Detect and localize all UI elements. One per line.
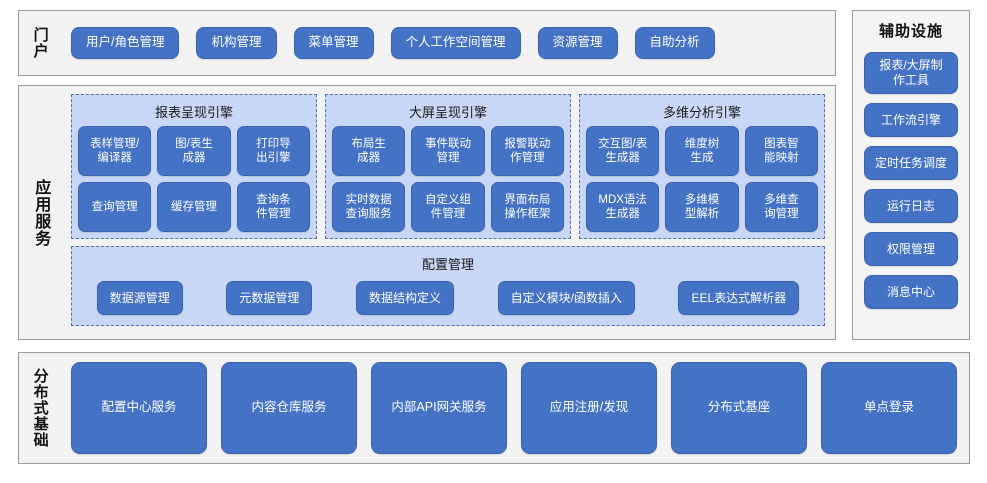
engine-title-dashboard-rendering: 大屏呈现引擎 [408,105,487,120]
portal-button-row: 用户/角色管理 机构管理 菜单管理 个人工作空间管理 资源管理 自助分析 [71,11,825,75]
engine1-item-query-condition-management[interactable]: 查询条 件管理 [236,182,310,232]
config-item-datasource-management[interactable]: 数据源管理 [96,281,183,315]
engine3-item-chart-smart-mapping[interactable]: 图表智 能映射 [744,126,818,176]
portal-item-user-role-management[interactable]: 用户/角色管理 [71,27,180,59]
engine2-item-alarm-linkage-action-management[interactable]: 报警联动 作管理 [490,126,564,176]
engine1-item-cache-management[interactable]: 缓存管理 [157,182,231,232]
engine-title-report-rendering: 报表呈现引擎 [154,105,233,120]
application-services-section-label: 应用服务 [32,178,50,247]
portal-section: 门户 用户/角色管理 机构管理 菜单管理 个人工作空间管理 资源管理 自助分析 [18,10,836,76]
application-services-section: 应用服务 报表呈现引擎 表样管理/ 编译器 图/表生 成器 打印导 出引擎 查询… [18,85,836,340]
aux-item-report-dashboard-authoring-tool[interactable]: 报表/大屏制 作工具 [864,52,958,94]
engine3-item-mdx-syntax-generator[interactable]: MDX语法 生成器 [586,182,660,232]
configuration-management-row: 数据源管理 元数据管理 数据结构定义 自定义模块/函数插入 EEL表达式解析器 [80,279,816,317]
engine-grid-dashboard-rendering: 布局生 成器 事件联动 管理 报警联动 作管理 实时数据 查询服务 自定义组 件… [332,126,564,232]
base-item-internal-api-gateway-service[interactable]: 内部API网关服务 [371,362,507,454]
configuration-management-group: 配置管理 数据源管理 元数据管理 数据结构定义 自定义模块/函数插入 EEL表达… [71,246,825,326]
engine3-item-interactive-chart-table-generator[interactable]: 交互图/表 生成器 [586,126,660,176]
engines-row: 报表呈现引擎 表样管理/ 编译器 图/表生 成器 打印导 出引擎 查询管理 缓存… [71,94,825,239]
aux-item-workflow-engine[interactable]: 工作流引擎 [864,103,958,137]
auxiliary-facilities-list: 报表/大屏制 作工具 工作流引擎 定时任务调度 运行日志 权限管理 消息中心 [853,52,969,309]
engine-grid-multidimensional-analysis: 交互图/表 生成器 维度树 生成 图表智 能映射 MDX语法 生成器 多维模 型… [586,126,818,232]
portal-item-self-service-analysis[interactable]: 自助分析 [634,27,715,59]
engine3-item-multidimensional-model-parsing[interactable]: 多维模 型解析 [665,182,739,232]
engine-group-report-rendering: 报表呈现引擎 表样管理/ 编译器 图/表生 成器 打印导 出引擎 查询管理 缓存… [71,94,317,239]
portal-section-label: 门户 [31,27,49,59]
base-item-configuration-center-service[interactable]: 配置中心服务 [71,362,207,454]
config-item-custom-module-function-insertion[interactable]: 自定义模块/函数插入 [497,281,635,315]
engine1-item-chart-table-generator[interactable]: 图/表生 成器 [157,126,231,176]
engine2-item-event-linkage-management[interactable]: 事件联动 管理 [411,126,485,176]
aux-item-operation-log[interactable]: 运行日志 [864,189,958,223]
engine-grid-report-rendering: 表样管理/ 编译器 图/表生 成器 打印导 出引擎 查询管理 缓存管理 查询条 … [78,126,310,232]
aux-item-message-center[interactable]: 消息中心 [864,275,958,309]
distributed-base-section-label: 分布式基础 [31,368,49,448]
engine2-item-realtime-data-query-service[interactable]: 实时数据 查询服务 [332,182,406,232]
configuration-management-title: 配置管理 [421,257,474,272]
distributed-base-row: 配置中心服务 内容仓库服务 内部API网关服务 应用注册/发现 分布式基座 单点… [71,353,957,463]
engine1-item-print-export-engine[interactable]: 打印导 出引擎 [236,126,310,176]
aux-item-permission-management[interactable]: 权限管理 [864,232,958,266]
base-item-distributed-foundation[interactable]: 分布式基座 [671,362,807,454]
engine-group-multidimensional-analysis: 多维分析引擎 交互图/表 生成器 维度树 生成 图表智 能映射 MDX语法 生成… [579,94,825,239]
engine1-item-template-management-compiler[interactable]: 表样管理/ 编译器 [78,126,152,176]
engine2-item-layout-generator[interactable]: 布局生 成器 [332,126,406,176]
engine2-item-custom-component-management[interactable]: 自定义组 件管理 [411,182,485,232]
distributed-base-section: 分布式基础 配置中心服务 内容仓库服务 内部API网关服务 应用注册/发现 分布… [18,352,970,464]
base-item-single-sign-on[interactable]: 单点登录 [821,362,957,454]
aux-item-scheduled-task-scheduler[interactable]: 定时任务调度 [864,146,958,180]
portal-item-resource-management[interactable]: 资源管理 [537,27,618,59]
portal-item-menu-management[interactable]: 菜单管理 [293,27,374,59]
auxiliary-facilities-title: 辅助设施 [878,23,943,40]
auxiliary-facilities-section: 辅助设施 报表/大屏制 作工具 工作流引擎 定时任务调度 运行日志 权限管理 消… [852,10,970,340]
engine3-item-dimension-tree-generation[interactable]: 维度树 生成 [665,126,739,176]
engine1-item-query-management[interactable]: 查询管理 [78,182,152,232]
engine-group-dashboard-rendering: 大屏呈现引擎 布局生 成器 事件联动 管理 报警联动 作管理 实时数据 查询服务… [325,94,571,239]
config-item-metadata-management[interactable]: 元数据管理 [226,281,313,315]
engine3-item-multidimensional-query-management[interactable]: 多维查 询管理 [744,182,818,232]
base-item-content-repository-service[interactable]: 内容仓库服务 [221,362,357,454]
config-item-eel-expression-parser[interactable]: EEL表达式解析器 [678,281,800,315]
engine-title-multidimensional-analysis: 多维分析引擎 [662,105,741,120]
config-item-data-structure-definition[interactable]: 数据结构定义 [355,281,454,315]
engine2-item-ui-layout-operation-framework[interactable]: 界面布局 操作框架 [490,182,564,232]
portal-item-personal-workspace-management[interactable]: 个人工作空间管理 [390,27,521,59]
base-item-application-registry-discovery[interactable]: 应用注册/发现 [521,362,657,454]
portal-item-organization-management[interactable]: 机构管理 [196,27,277,59]
